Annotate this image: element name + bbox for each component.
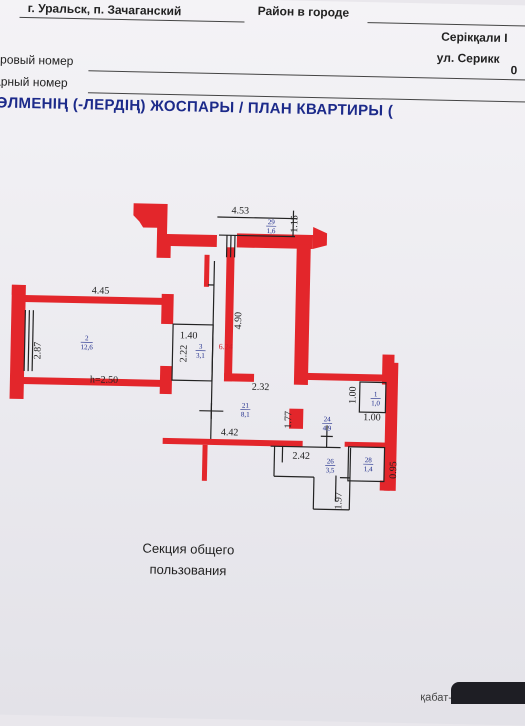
room-number: 21	[242, 402, 250, 410]
room-area: 4,9	[323, 424, 332, 432]
common-section-caption: Секция общего пользования	[118, 537, 259, 582]
dim-100-vertical: 1.00	[347, 386, 358, 404]
dim-232: 2.32	[252, 382, 270, 393]
room-area: 1,6	[267, 227, 276, 235]
wall-divider-upper	[161, 294, 174, 324]
dim-red-mark: 6.24	[219, 342, 233, 351]
dim-197: 1.97	[333, 492, 344, 510]
wall-top-left	[133, 203, 218, 259]
ceiling-height: h=2.50	[90, 374, 118, 386]
caption-line-1: Секция общего	[118, 537, 258, 561]
room-area: 1,0	[371, 399, 380, 407]
dim-177: 1.77	[283, 411, 294, 429]
wall-right-main	[294, 245, 311, 385]
room-number: 24	[324, 415, 332, 423]
room-number: 29	[268, 218, 276, 226]
dim-287: 2.87	[32, 342, 43, 360]
caption-line-2: пользования	[118, 558, 258, 582]
dim-222: 2.22	[178, 345, 189, 363]
dim-100-horizontal: 1.00	[363, 412, 381, 423]
photo-corner-shadow	[451, 682, 525, 704]
room-area: 3,5	[326, 466, 335, 474]
room-number: 1	[374, 390, 378, 398]
dim-115: 1.15	[289, 215, 300, 233]
dim-242: 2.42	[292, 451, 310, 462]
dim-442: 4.42	[221, 427, 239, 438]
dim-453: 4.53	[231, 205, 249, 216]
room-area: 3,1	[196, 352, 205, 360]
wall-corridor-top	[163, 438, 303, 447]
wall-right-top	[298, 373, 388, 382]
walls	[8, 201, 402, 491]
room-area: 1,4	[364, 465, 373, 473]
room-number: 3	[199, 343, 203, 351]
dim-445: 4.45	[92, 285, 110, 296]
room-number: 26	[327, 457, 335, 465]
room-area: 8,1	[241, 411, 250, 419]
room-area: 12,6	[80, 343, 93, 351]
dim-095: 0.95	[388, 461, 399, 479]
room-number: 28	[365, 456, 373, 464]
room-number: 2	[85, 334, 89, 342]
dim-490: 4.90	[233, 312, 244, 330]
dim-140: 1.40	[180, 330, 198, 341]
